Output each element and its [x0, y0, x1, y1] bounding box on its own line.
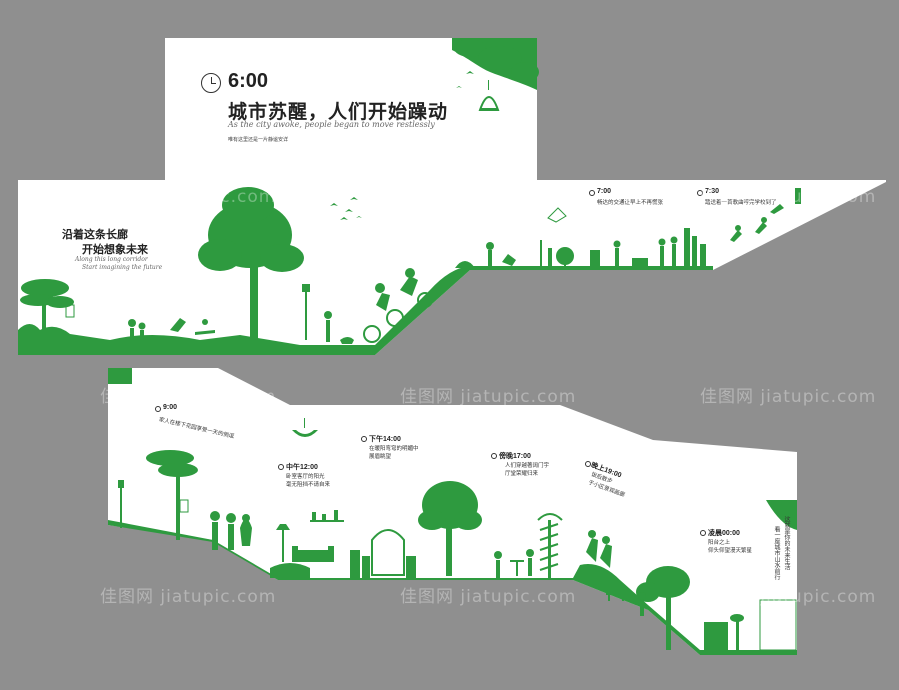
middle-cyclists — [363, 268, 433, 343]
entry-clock-icon — [278, 464, 284, 470]
bottom-gate-and-buildings — [350, 529, 416, 578]
middle-left-tree — [20, 279, 75, 350]
entry-clock-icon — [697, 190, 703, 196]
bottom-entry-text: 展眉眺望 — [369, 454, 392, 460]
bottom-entry-text: 在暖阳弯穹的明媚中 — [369, 446, 419, 452]
watermark: 佳图网 jiatupic.com — [400, 587, 577, 607]
bottom-chandelier — [292, 418, 318, 437]
watermark: 佳图网 jiatupic.com — [100, 387, 277, 407]
bottom-walkers — [586, 530, 626, 601]
watermark: 佳图网 jiatupic.com — [700, 187, 877, 207]
bottom-top-left-corner — [110, 370, 130, 380]
middle-english-2: Start imagining the future — [82, 264, 163, 271]
middle-right-slope-silhouettes — [375, 188, 801, 355]
bottom-spiral-stair — [537, 513, 563, 578]
middle-heading-1: 沿着这条长廊 — [62, 228, 128, 241]
top-panel — [165, 38, 537, 180]
bottom-entry-text: 厅堂荣耀归来 — [505, 471, 539, 477]
middle-english-1: Along this long corridor — [75, 256, 148, 263]
watermark: 佳图网 jiatupic.com — [100, 587, 277, 607]
bottom-entry-time: 傍晚17:00 — [499, 453, 531, 460]
bottom-entry-text: 毫无阻挡不请自来 — [286, 482, 331, 488]
bottom-entry-text: 卧室客厅的阳光 — [286, 474, 325, 480]
middle-entry-time: 7:00 — [597, 188, 612, 195]
bottom-cafe — [494, 549, 534, 578]
entry-clock-icon — [589, 190, 595, 196]
bottom-entry-text: 仰头仰望漫天繁星 — [708, 548, 753, 554]
entry-clock-icon — [585, 461, 591, 467]
top-tree-branch — [452, 38, 539, 111]
middle-big-tree — [198, 187, 304, 345]
entry-clock-icon — [155, 406, 161, 412]
bottom-ground — [108, 520, 797, 655]
watermark: 佳图网 jiatupic.com — [400, 387, 577, 407]
top-english: As the city awoke, people began to move … — [228, 120, 435, 129]
bottom-sofa — [276, 524, 334, 562]
watermark: 佳图网 jiatupic.com — [400, 187, 577, 207]
bottom-birds — [146, 455, 164, 462]
top-subline: 唯有这里还是一片静谧安详 — [228, 137, 289, 143]
bottom-entry-time: 下午14:00 — [369, 436, 401, 443]
bottom-entry-text: 阳台之上 — [708, 540, 731, 546]
bottom-vertical-2: 看一座城市山水前行 — [773, 526, 780, 580]
watermark: 佳图网 jiatupic.com — [700, 387, 877, 407]
bottom-right-trees — [636, 500, 797, 651]
bottom-vertical-1: 这就是你的未来生活 — [783, 516, 790, 570]
entry-clock-icon — [361, 436, 367, 442]
bottom-tree-center — [418, 481, 482, 576]
bottom-shelf — [310, 510, 344, 522]
middle-entry-text: 踏送着一首歌曲哼完学校到了 — [705, 200, 777, 206]
middle-birds — [330, 197, 362, 220]
bottom-entry-time: 凌晨00:00 — [708, 530, 740, 537]
entry-clock-icon — [700, 530, 706, 536]
bottom-entry-time: 中午12:00 — [286, 464, 318, 471]
top-headline: 城市苏醒，人们开始躁动 — [228, 101, 449, 123]
middle-ground-left — [18, 318, 375, 355]
clock-icon — [201, 73, 221, 93]
middle-entry-text: 畅达的交通让早上不再慌张 — [597, 200, 664, 206]
middle-dog-walker — [324, 311, 354, 344]
middle-heading-2: 开始想象未来 — [82, 243, 148, 256]
watermark: 佳图网 jiatupic.com — [700, 587, 877, 607]
entry-clock-icon — [491, 453, 497, 459]
middle-entry-time: 7:30 — [705, 188, 720, 195]
bottom-entry-time: 9:00 — [163, 404, 178, 411]
watermark: 佳图网 jiatupic.com — [100, 187, 277, 207]
top-time: 6:00 — [228, 70, 269, 92]
middle-lamp — [302, 284, 310, 340]
bottom-entry-text: 人们穿越著阔门宇 — [505, 463, 550, 469]
bottom-family — [210, 511, 252, 550]
